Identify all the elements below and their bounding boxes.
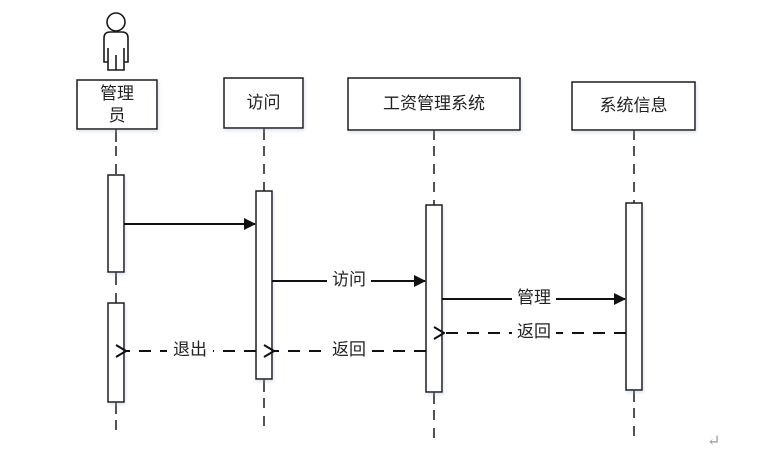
activation-admin-2 <box>107 302 125 403</box>
participant-salary-system-label: 工资管理系统 <box>383 94 485 114</box>
message-label-exit: 退出 <box>173 340 207 360</box>
message-visit-to-admin-exit: 退出 <box>126 340 256 361</box>
message-label-visit: 访问 <box>332 270 366 290</box>
participant-admin-label-1: 管理 <box>100 84 134 104</box>
activation-admin-1 <box>107 174 125 273</box>
participant-visit: 访问 <box>223 77 304 129</box>
activation-system-info <box>625 202 643 391</box>
message-info-to-salary-return: 返回 <box>444 322 626 343</box>
stick-figure-icon <box>103 12 129 71</box>
participant-admin-label-2: 员 <box>109 106 126 126</box>
message-label-return-1: 返回 <box>517 322 551 342</box>
message-salary-to-info: 管理 <box>442 288 626 309</box>
activation-salary-system <box>425 204 443 393</box>
participant-admin: 管理 员 <box>76 79 158 130</box>
message-label-return-2: 返回 <box>332 340 366 360</box>
message-label-manage: 管理 <box>517 288 551 308</box>
participant-system-info: 系统信息 <box>571 81 696 131</box>
activation-visit <box>255 190 273 380</box>
participant-salary-system: 工资管理系统 <box>347 77 521 131</box>
paragraph-mark-icon: ↵ <box>707 431 720 450</box>
message-visit-to-salary: 访问 <box>272 270 426 291</box>
participant-system-info-label: 系统信息 <box>600 96 668 116</box>
message-salary-to-visit-return: 返回 <box>274 340 426 361</box>
participant-visit-label: 访问 <box>247 93 281 113</box>
